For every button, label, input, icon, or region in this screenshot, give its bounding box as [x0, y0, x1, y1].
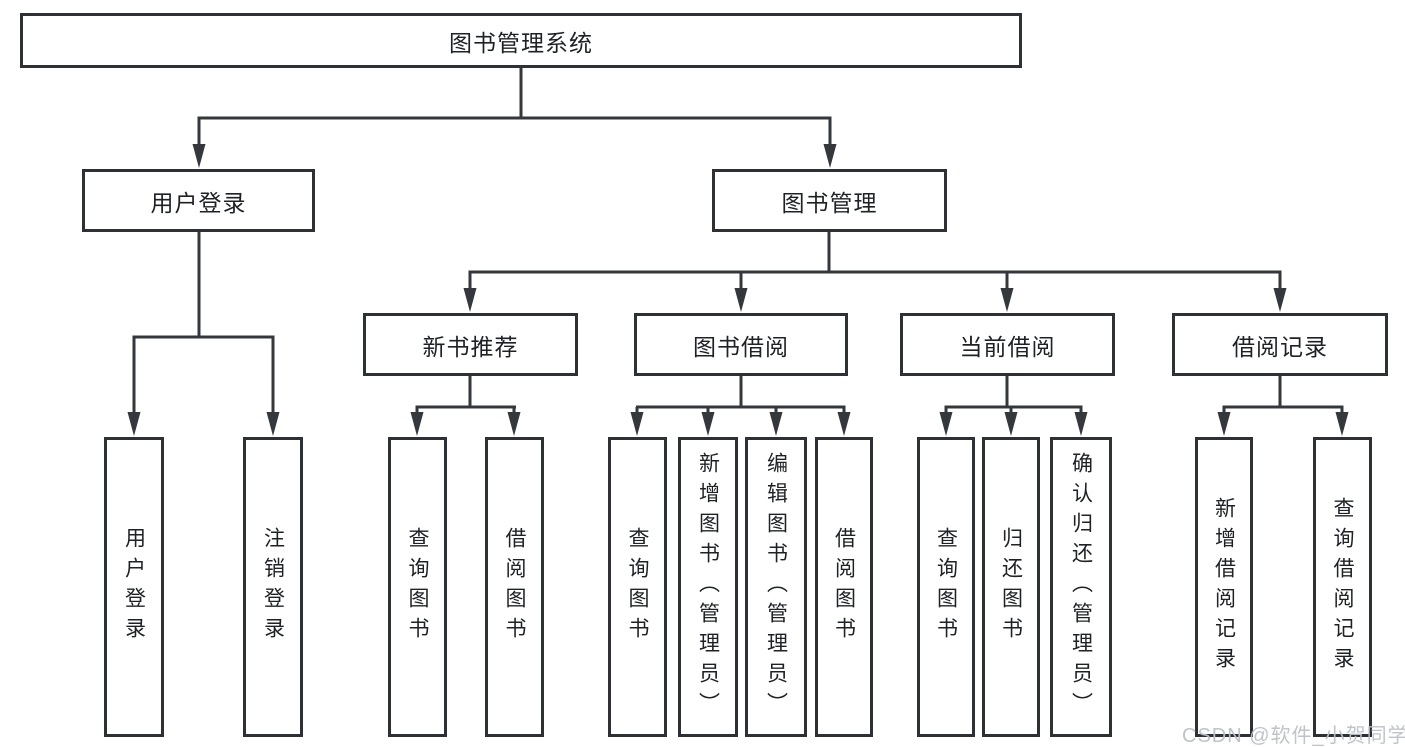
- node-book-management: 图书管理: [712, 169, 947, 232]
- leaf-query-books-recommend: 查询图书: [388, 437, 447, 737]
- node-new-book-recommendation: 新书推荐: [363, 313, 578, 376]
- leaf-borrow-books: 借阅图书: [815, 437, 873, 737]
- node-current-borrowing: 当前借阅: [900, 313, 1115, 376]
- leaf-edit-books-admin: 编辑图书（管理员）: [745, 437, 807, 737]
- leaf-borrow-books-recommend: 借阅图书: [485, 437, 544, 737]
- leaf-query-borrow-record: 查询借阅记录: [1313, 437, 1372, 737]
- leaf-confirm-return-admin: 确认归还（管理员）: [1050, 437, 1112, 737]
- leaf-query-books-current: 查询图书: [917, 437, 975, 737]
- leaf-add-books-admin: 新增图书（管理员）: [678, 437, 738, 737]
- node-user-login: 用户登录: [82, 169, 315, 232]
- leaf-add-borrow-record: 新增借阅记录: [1195, 437, 1253, 737]
- node-borrowing-records: 借阅记录: [1172, 313, 1388, 376]
- csdn-watermark: CSDN @软件_小贺同学: [1182, 725, 1405, 747]
- node-book-borrowing: 图书借阅: [634, 313, 848, 376]
- leaf-query-books-borrow: 查询图书: [608, 437, 667, 737]
- leaf-return-books: 归还图书: [982, 437, 1040, 737]
- node-library-system: 图书管理系统: [20, 13, 1022, 68]
- leaf-logout: 注销登录: [243, 437, 303, 737]
- leaf-user-login: 用户登录: [104, 437, 164, 737]
